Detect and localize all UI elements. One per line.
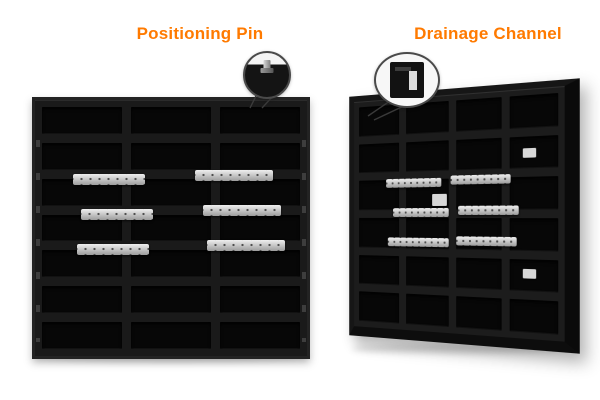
mounting-plate [458, 205, 519, 215]
frame-opening [220, 107, 300, 134]
positioning-pin-callout [243, 51, 291, 99]
frame-opening [131, 286, 211, 314]
connector-tab [522, 268, 537, 279]
mounting-plate [207, 240, 285, 251]
frame-opening [42, 142, 122, 170]
frame-opening [220, 286, 300, 314]
mounting-plate [195, 170, 273, 181]
frame-opening [42, 286, 122, 314]
cabinet-frame-grid [42, 107, 300, 349]
frame-opening [220, 250, 300, 278]
mounting-plate [450, 174, 511, 185]
mounting-plate [387, 237, 449, 248]
mounting-plate [456, 236, 517, 247]
drainage-channel-icon [390, 62, 424, 98]
side-slot-strip [36, 114, 40, 342]
frame-opening [509, 218, 559, 252]
frame-opening [220, 322, 300, 349]
connector-tab [432, 193, 447, 207]
frame-opening [406, 139, 449, 173]
drainage-channel-groove [409, 71, 417, 90]
frame-opening [509, 92, 559, 129]
mounting-plate [393, 207, 449, 218]
connector-tab [522, 147, 537, 158]
positioning-pin-icon [263, 60, 271, 69]
mounting-plate [77, 244, 149, 255]
frame-opening [456, 296, 502, 331]
side-slot-strip [302, 114, 306, 342]
mounting-plate [81, 209, 153, 220]
frame-opening [131, 142, 211, 170]
led-cabinet-side-view [349, 78, 580, 354]
frame-opening [359, 291, 400, 324]
frame-opening [456, 97, 502, 132]
frame-opening [359, 254, 400, 286]
positioning-pin-label: Positioning Pin [136, 24, 264, 43]
frame-opening [406, 255, 449, 289]
led-cabinet-front-view [32, 97, 310, 359]
frame-opening [131, 322, 211, 349]
frame-opening [359, 104, 400, 137]
mounting-plate [386, 177, 442, 188]
drainage-channel-callout [374, 52, 440, 108]
frame-opening [456, 137, 502, 171]
frame-opening [131, 107, 211, 134]
drainage-channel-lip [395, 67, 411, 71]
mounting-plate [73, 174, 145, 185]
frame-opening [42, 322, 122, 349]
cabinet-frame [349, 78, 580, 354]
drainage-channel-label: Drainage Channel [414, 24, 562, 43]
frame-opening [220, 178, 300, 206]
frame-opening [359, 142, 400, 174]
frame-opening [220, 214, 300, 242]
frame-opening [509, 299, 559, 335]
frame-opening [220, 142, 300, 170]
frame-opening [456, 257, 502, 291]
frame-opening [406, 293, 449, 328]
frame-opening [42, 107, 122, 134]
mounting-plate [203, 205, 281, 216]
positioning-pin-base [260, 68, 274, 73]
